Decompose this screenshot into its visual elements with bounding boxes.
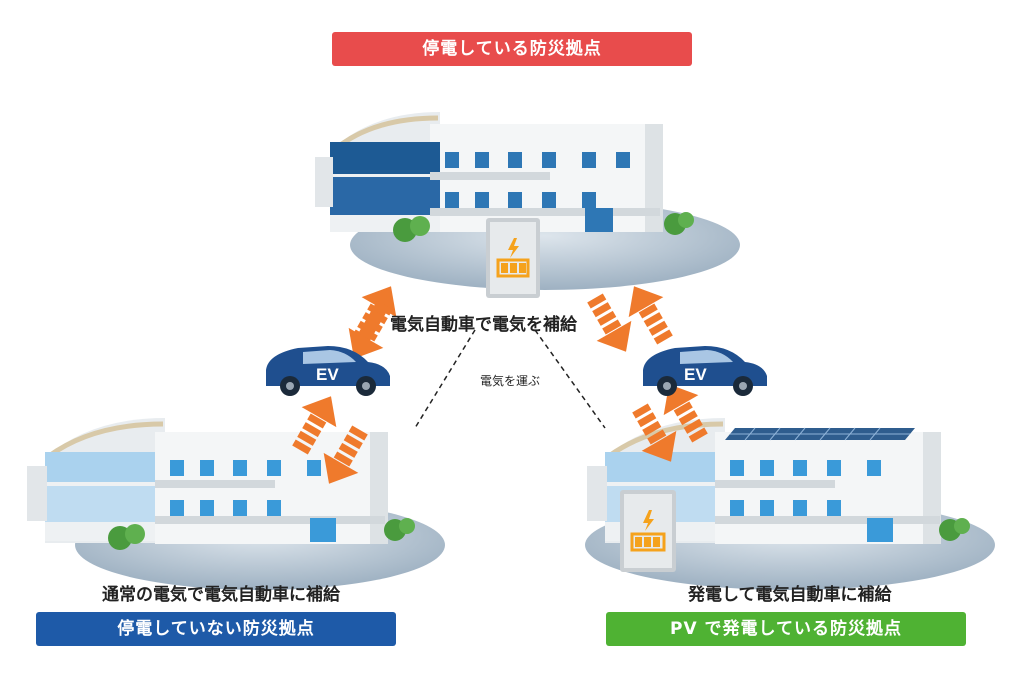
top-battery-unit xyxy=(486,218,540,298)
right-ev-car xyxy=(643,346,767,396)
caption-right: 発電して電気自動車に補給 xyxy=(688,585,892,605)
transport-lines xyxy=(414,329,606,429)
caption-left: 通常の電気で電気自動車に補給 xyxy=(102,585,340,605)
top-facility xyxy=(315,112,740,298)
right-battery-unit xyxy=(620,490,676,572)
label-right-facility: PV で発電している防災拠点 xyxy=(606,612,966,646)
label-left-facility: 停電していない防災拠点 xyxy=(36,612,396,646)
left-facility xyxy=(27,418,445,590)
label-top-facility: 停電している防災拠点 xyxy=(332,32,692,66)
caption-center: 電気を運ぶ xyxy=(480,374,541,388)
solar-panels xyxy=(725,427,915,441)
left-car-text: EV xyxy=(316,365,339,384)
left-ev-car xyxy=(266,346,390,396)
right-facility xyxy=(585,418,995,590)
caption-top: 電気自動車で電気を補給 xyxy=(390,315,577,335)
right-car-text: EV xyxy=(684,365,707,384)
